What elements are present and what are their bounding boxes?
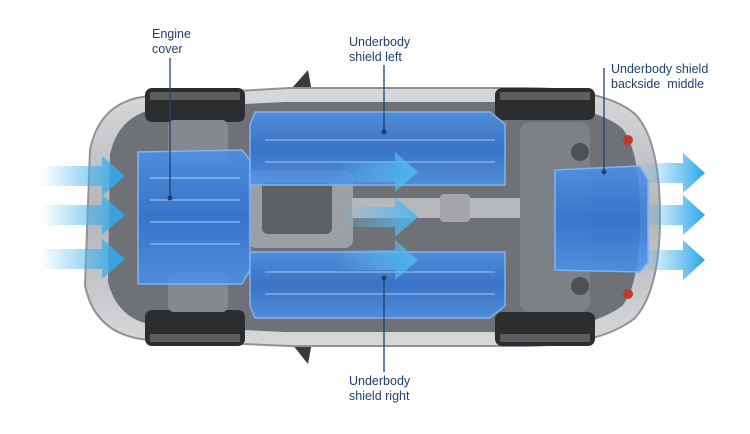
underbody-shield-backside-middle [554,165,649,273]
airflow-arrow-underbody-middle [335,197,418,237]
label-underbody-left: Underbody shield left [349,35,410,65]
engine-cover-ribs [150,177,240,245]
airflow-arrow-exit-top [640,153,705,193]
label-backside-middle-line2: backside middle [611,77,705,91]
label-engine-cover-line2: cover [152,42,183,56]
airflow-arrow-underbody-top [335,152,418,192]
underbody-shield-left [249,111,506,186]
airflow-arrow-entry-bottom [40,239,125,279]
airflow-exit-arrows [640,153,705,280]
airflow-arrow-underbody-bottom [335,240,418,280]
label-engine-cover-line1: Engine [152,27,191,41]
engine-cover-shield [137,149,251,285]
right-mirror [292,342,312,364]
airflow-entry-arrows [40,156,125,279]
label-backside-middle: Underbody shield backside middle [611,62,708,92]
label-underbody-left-line1: Underbody [349,35,411,49]
wheels [145,88,595,346]
airflow-arrow-entry-middle [40,195,125,235]
airflow-arrow-entry-top [40,156,125,196]
label-engine-cover: Engine cover [152,27,191,57]
airflow-underbody-arrows [335,152,418,280]
airflow-arrow-exit-middle [640,195,705,235]
label-underbody-right-line1: Underbody [349,374,411,388]
label-underbody-left-line2: shield left [349,50,402,64]
leader-lines [167,58,607,372]
airflow-arrow-exit-bottom [640,240,705,280]
left-mirror [292,70,312,92]
label-underbody-right-line2: shield right [349,389,410,403]
underbody-shield-right [249,251,506,319]
label-backside-middle-line1: Underbody shield [611,62,709,76]
label-underbody-right: Underbody shield right [349,374,410,404]
